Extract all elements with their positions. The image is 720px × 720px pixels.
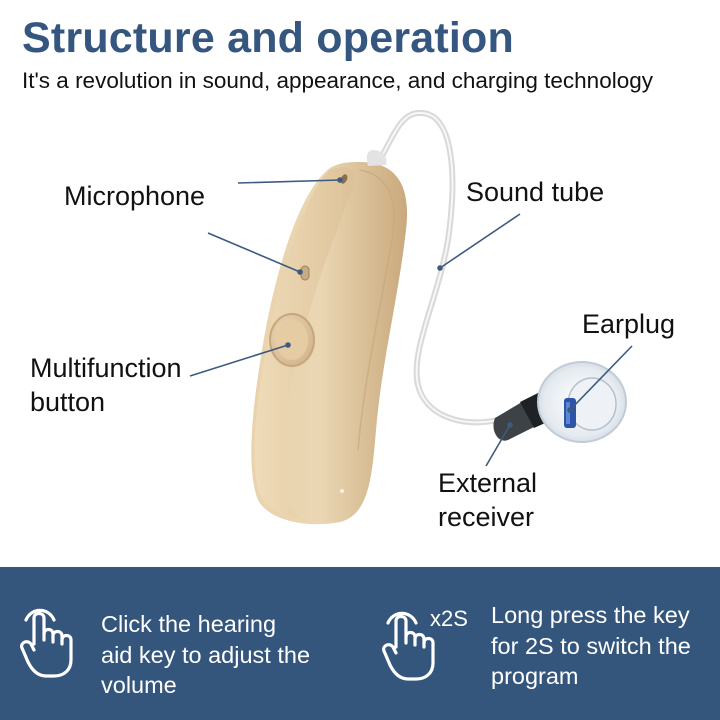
label-microphone: Microphone [64, 181, 206, 211]
label-external-receiver: External receiver [438, 468, 538, 532]
hearing-aid-diagram [189, 109, 633, 525]
leader-lines [189, 177, 633, 467]
page-title: Structure and operation [22, 14, 514, 62]
operation-banner [0, 567, 720, 720]
long-press-hand-icon [382, 611, 435, 681]
label-multifunction-button: Multifunction button [30, 353, 182, 417]
tap-hand-icon [20, 608, 73, 678]
hearing-aid-body [251, 150, 408, 525]
operation-click-text: Click the hearing aid key to adjust the … [101, 611, 311, 698]
label-sound-tube: Sound tube [466, 177, 605, 207]
operation-long-press-text: Long press the key for 2S to switch the … [491, 602, 691, 689]
hold-duration-badge: x2S [430, 606, 468, 631]
label-earplug: Earplug [582, 309, 676, 339]
earplug-assembly [493, 361, 627, 443]
page-subtitle: It's a revolution in sound, appearance, … [22, 68, 653, 93]
